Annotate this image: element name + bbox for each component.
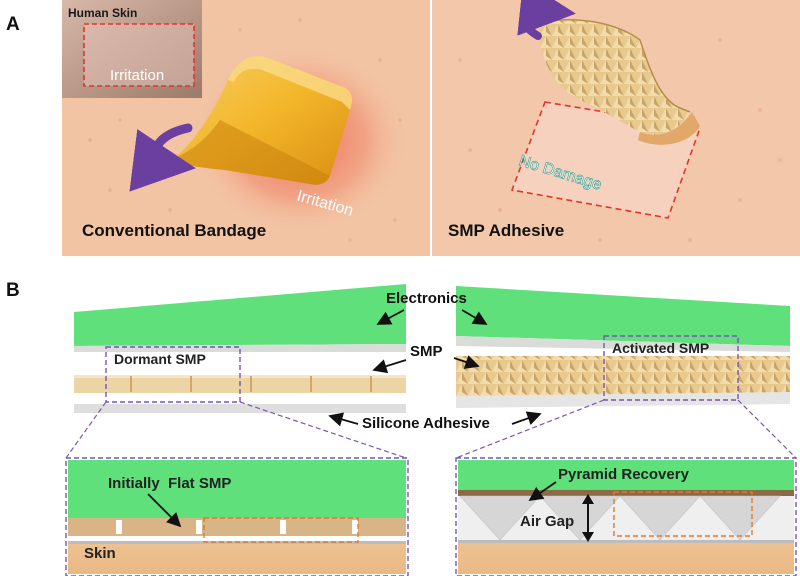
left-zoom-detail <box>65 457 409 576</box>
conventional-bandage-caption: Conventional Bandage <box>82 221 266 240</box>
dormant-smp-box <box>105 346 241 403</box>
conventional-bandage <box>170 56 353 185</box>
initially-flat-arrow <box>147 493 182 528</box>
right-orange-dashed-box <box>613 491 753 537</box>
right-zoom-detail <box>455 457 797 576</box>
smp-arrow-left <box>372 359 407 374</box>
dormant-smp-label: Dormant SMP <box>114 351 206 367</box>
zoom-line-left-a <box>65 401 107 459</box>
silicone-adhesive-label: Silicone Adhesive <box>362 415 490 432</box>
initially-flat-smp-label: Initially Flat SMP <box>108 475 231 492</box>
silicone-arrow-right <box>511 411 542 426</box>
smp-label: SMP <box>410 343 443 360</box>
pyramid-recovery-label: Pyramid Recovery <box>558 466 690 483</box>
zoom-line-left-b <box>239 401 407 459</box>
electronics-arrow-left <box>376 309 405 325</box>
curl-arrow-right-icon <box>517 0 576 40</box>
smp-arrow-right <box>453 355 480 369</box>
zoom-line-right-b <box>737 399 797 459</box>
zoom-line-right-a <box>455 399 605 459</box>
human-skin-inset: Human Skin Irritation <box>62 0 202 98</box>
air-gap-arrowhead-top-icon <box>582 494 594 504</box>
activated-smp-label: Activated SMP <box>612 340 709 356</box>
skin-label: Skin <box>84 545 116 562</box>
panel-b-letter: B <box>6 280 20 301</box>
pyramid-recovery-arrow <box>528 481 557 502</box>
air-gap-arrowhead-bottom-icon <box>582 532 594 542</box>
inset-title: Human Skin <box>68 6 137 20</box>
electronics-label: Electronics <box>386 290 467 307</box>
inset-irritation-label: Irritation <box>110 67 164 84</box>
electronics-arrow-right <box>461 309 488 325</box>
smp-adhesive-caption: SMP Adhesive <box>448 221 564 240</box>
silicone-arrow-left <box>328 412 359 427</box>
left-orange-dashed-box <box>203 517 359 543</box>
panel-a-letter: A <box>6 14 20 35</box>
activated-smp-box <box>603 335 739 401</box>
curl-arrow-left-icon <box>129 123 196 192</box>
inset-dashed-box <box>83 23 195 87</box>
air-gap-label: Air Gap <box>520 513 574 530</box>
